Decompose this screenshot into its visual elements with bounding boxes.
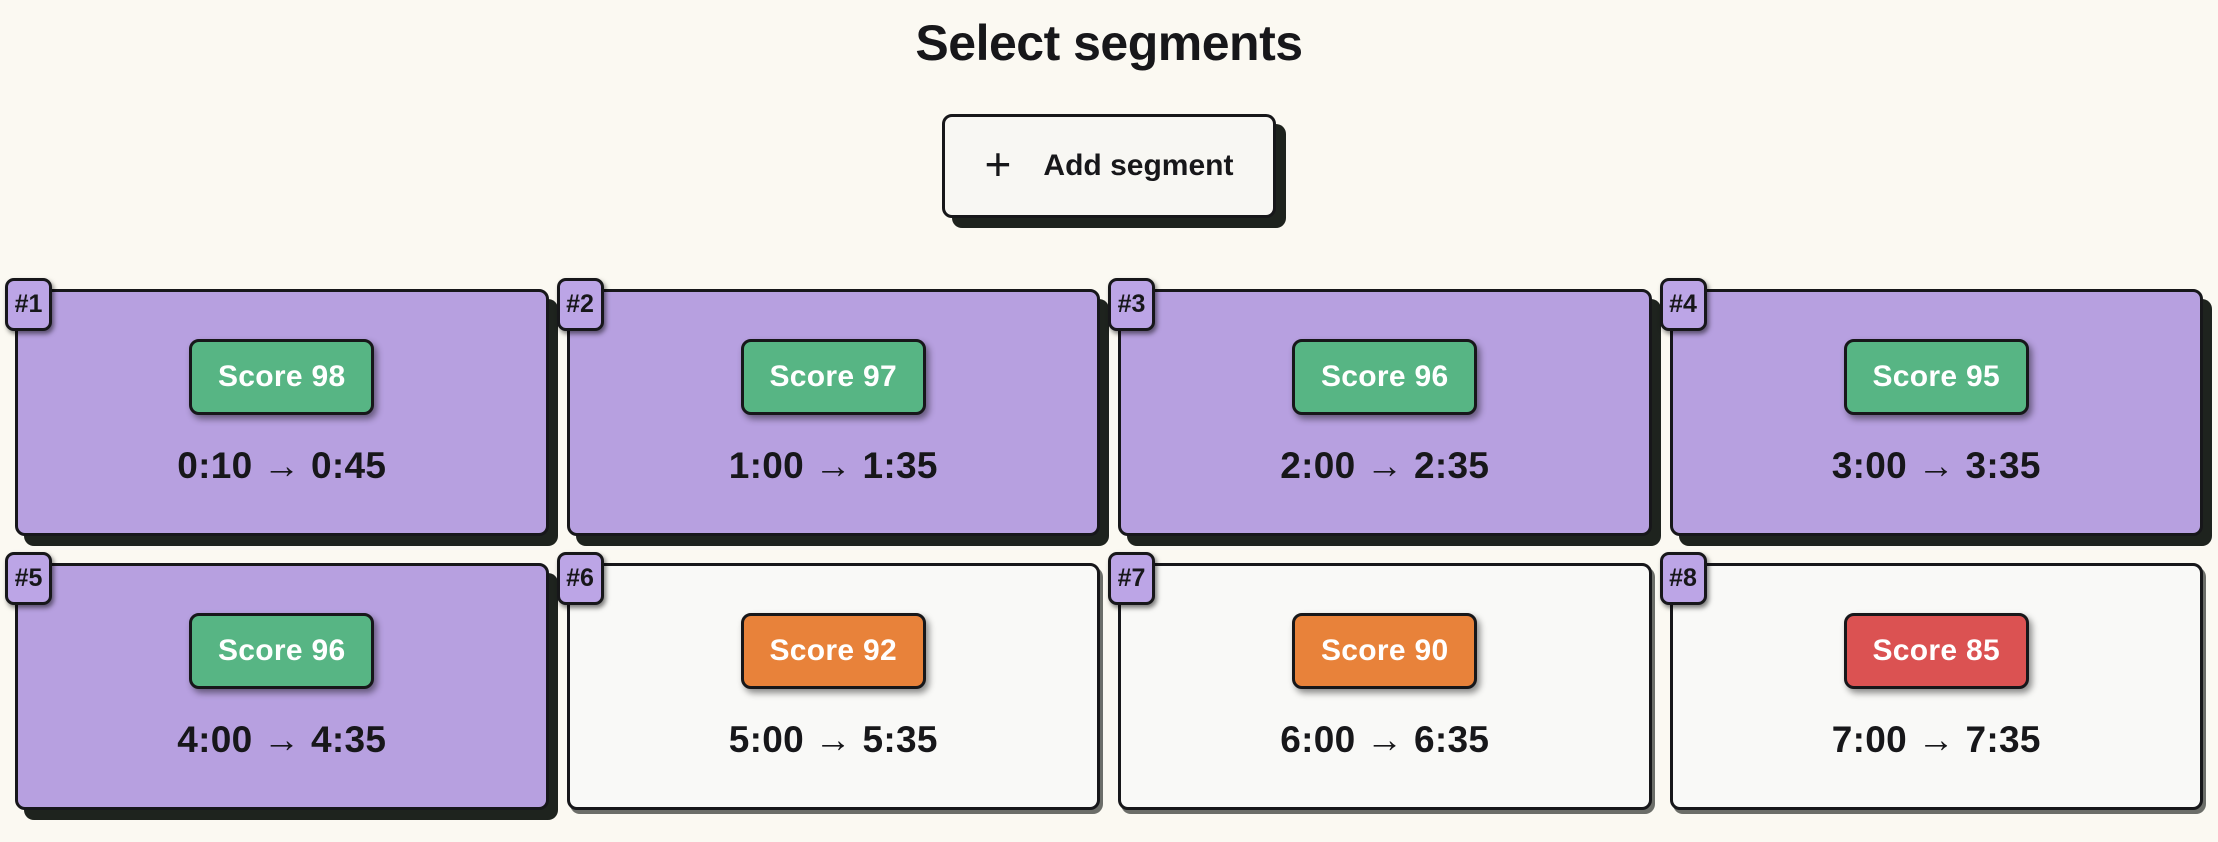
segment-time-range: 5:00 → 5:35 (728, 718, 938, 760)
segment-time-range: 4:00 → 4:35 (177, 718, 387, 760)
segment-number-badge: #6 (556, 552, 604, 605)
add-segment-label: Add segment (1043, 149, 1234, 182)
segment-time-range: 2:00 → 2:35 (1280, 444, 1490, 486)
score-badge: Score 97 (740, 338, 926, 415)
add-segment-row: + Add segment (0, 114, 2218, 218)
segment-card-2[interactable]: #2 Score 97 1:00 → 1:35 (556, 278, 1100, 536)
segment-number-badge: #8 (1659, 552, 1707, 605)
segment-number-badge: #2 (556, 278, 604, 331)
segment-time-range: 6:00 → 6:35 (1280, 718, 1490, 760)
segment-time-range: 7:00 → 7:35 (1831, 718, 2041, 760)
segment-card-1[interactable]: #1 Score 98 0:10 → 0:45 (5, 278, 549, 536)
segment-card-3[interactable]: #3 Score 96 2:00 → 2:35 (1108, 278, 1652, 536)
segment-time-range: 1:00 → 1:35 (728, 444, 938, 486)
segment-number-badge: #1 (5, 278, 52, 331)
segment-card-5[interactable]: #5 Score 96 4:00 → 4:35 (5, 552, 549, 810)
segment-number-badge: #7 (1108, 552, 1155, 605)
segment-number-badge: #5 (5, 552, 52, 605)
plus-icon: + (984, 137, 1012, 190)
segment-card-4[interactable]: #4 Score 95 3:00 → 3:35 (1659, 278, 2203, 536)
score-badge: Score 90 (1292, 612, 1478, 689)
score-badge: Score 92 (740, 612, 926, 689)
segment-card-7[interactable]: #7 Score 90 6:00 → 6:35 (1108, 552, 1652, 810)
segment-time-range: 3:00 → 3:35 (1831, 444, 2041, 486)
segment-number-badge: #4 (1659, 278, 1707, 331)
score-badge: Score 96 (189, 612, 375, 689)
score-badge: Score 98 (189, 338, 375, 415)
score-badge: Score 85 (1843, 612, 2029, 689)
add-segment-button[interactable]: + Add segment (941, 114, 1277, 218)
score-badge: Score 95 (1843, 338, 2029, 415)
segment-card-8[interactable]: #8 Score 85 7:00 → 7:35 (1659, 552, 2203, 810)
segment-time-range: 0:10 → 0:45 (177, 444, 387, 486)
segments-grid: #1 Score 98 0:10 → 0:45 #2 Score 97 1:00… (0, 278, 2218, 810)
segment-number-badge: #3 (1108, 278, 1155, 331)
segment-card-6[interactable]: #6 Score 92 5:00 → 5:35 (556, 552, 1100, 810)
page-title: Select segments (915, 15, 1303, 71)
score-badge: Score 96 (1292, 338, 1478, 415)
